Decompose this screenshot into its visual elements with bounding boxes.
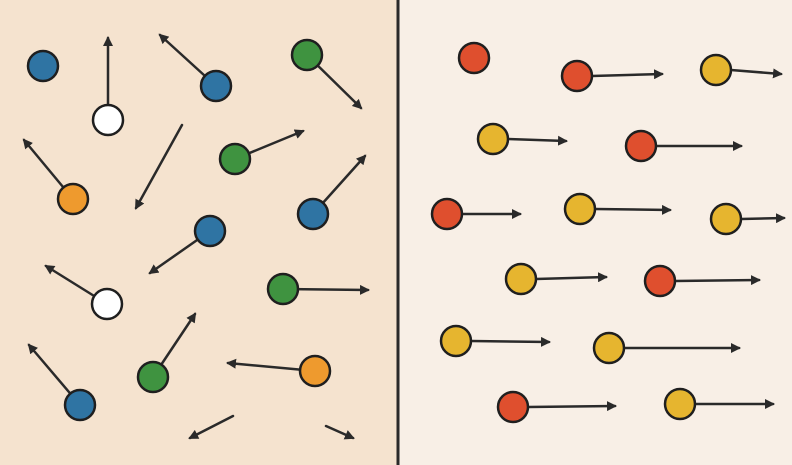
particle-blue: [193, 214, 227, 248]
particle-green: [290, 38, 324, 72]
particle-yellow: [504, 262, 538, 296]
particle-red: [560, 59, 594, 93]
left-panel: [22, 33, 370, 440]
velocity-arrow: [739, 213, 786, 224]
velocity-arrow: [526, 401, 617, 412]
velocity-arrow: [534, 272, 608, 283]
particle-green: [136, 360, 170, 394]
particle-white: [91, 103, 125, 137]
particle-green: [266, 272, 300, 306]
particle-yellow: [699, 53, 733, 87]
velocity-arrow: [324, 424, 355, 440]
particle-red: [643, 264, 677, 298]
particle-yellow: [663, 387, 697, 421]
right-panel: [430, 41, 786, 424]
particle-red: [624, 129, 658, 163]
velocity-arrow: [593, 204, 672, 215]
velocity-arrow: [506, 135, 568, 146]
particle-yellow: [592, 331, 626, 365]
velocity-arrow: [469, 336, 551, 347]
particle-yellow: [476, 122, 510, 156]
particle-orange: [298, 354, 332, 388]
velocity-arrow: [729, 68, 783, 79]
particle-green: [218, 142, 252, 176]
particle-red: [430, 197, 464, 231]
particle-red: [496, 390, 530, 424]
velocity-arrow: [590, 69, 664, 80]
particle-blue: [199, 69, 233, 103]
particle-yellow: [439, 324, 473, 358]
particle-yellow: [563, 192, 597, 226]
particle-blue: [296, 197, 330, 231]
particle-yellow: [709, 202, 743, 236]
particle-orange: [56, 182, 90, 216]
particle-red: [457, 41, 491, 75]
velocity-arrow: [188, 414, 235, 440]
particle-blue: [63, 388, 97, 422]
particle-blue: [26, 49, 60, 83]
velocity-arrow: [134, 123, 184, 210]
velocity-arrow: [673, 275, 761, 286]
particle-white: [90, 287, 124, 321]
